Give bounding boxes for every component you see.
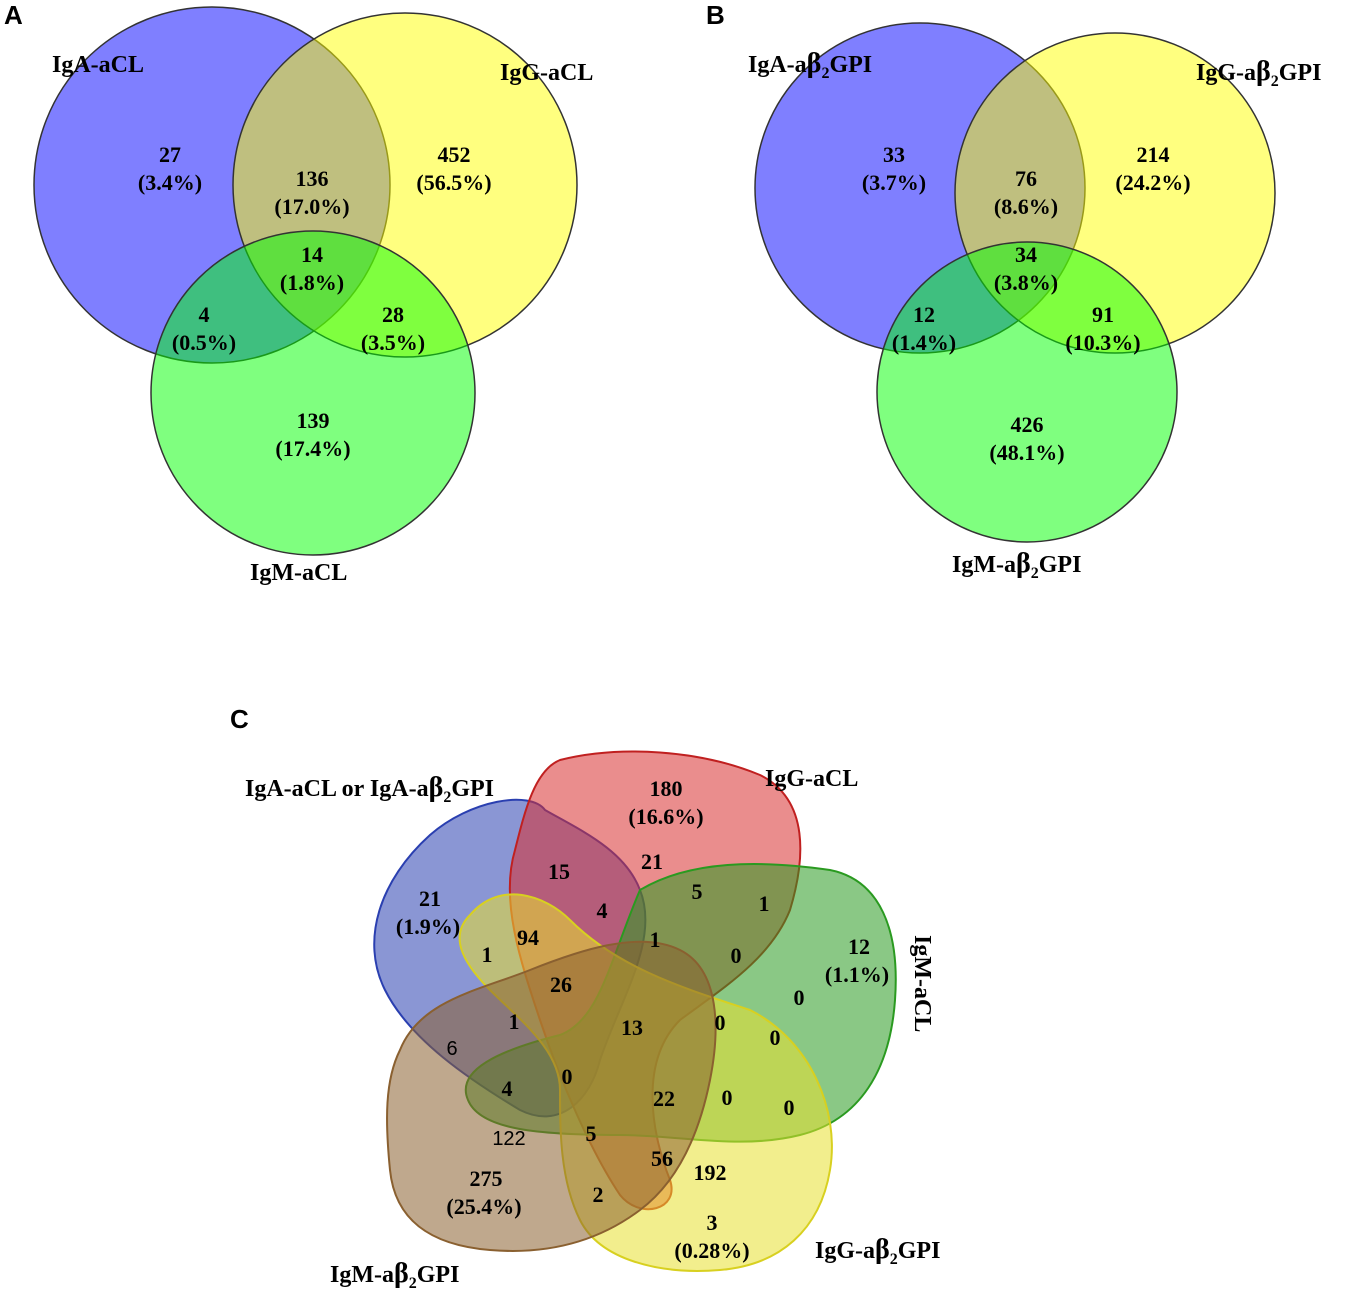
region-count: 275 (470, 1166, 503, 1191)
region-percent: (0.28%) (674, 1238, 749, 1263)
igm-acl-label: IgM-aCL (250, 560, 347, 586)
region-count: 1 (509, 1009, 520, 1034)
region-count: 14 (301, 242, 323, 267)
iga-ab2gpi-label: IgA-aβ2GPI (748, 48, 872, 82)
region-count: 214 (1137, 142, 1170, 167)
region-count: 56 (651, 1146, 673, 1171)
igm-ab2gpi-circle (876, 241, 1178, 543)
region-count: 33 (883, 142, 905, 167)
region-count: 136 (296, 166, 329, 191)
region-count: 13 (621, 1015, 643, 1040)
region-count: 0 (722, 1085, 733, 1110)
region-percent: (48.1%) (989, 440, 1064, 465)
igg-acl-label-c: IgG-aCL (765, 766, 858, 792)
region-percent: (3.8%) (994, 270, 1058, 295)
region-count: 3 (707, 1210, 718, 1235)
region-count: 6 (446, 1038, 457, 1060)
region-percent: (3.5%) (361, 330, 425, 355)
region-count: 12 (913, 302, 935, 327)
region-count: 21 (641, 849, 663, 874)
region-count: 1 (650, 927, 661, 952)
region-count: 0 (562, 1064, 573, 1089)
region-count: 0 (794, 985, 805, 1010)
igm-acl-circle (150, 230, 476, 556)
region-count: 5 (692, 879, 703, 904)
region-percent: (8.6%) (994, 194, 1058, 219)
region-count: 76 (1015, 166, 1037, 191)
panel-a-letter: A (4, 0, 23, 30)
igm-ab2gpi-label: IgM-aβ2GPI (952, 548, 1081, 582)
region-count: 12 (848, 934, 870, 959)
igg-acl-label: IgG-aCL (500, 60, 593, 86)
region-percent: (16.6%) (628, 804, 703, 829)
region-count: 94 (517, 925, 539, 950)
region-count: 0 (784, 1095, 795, 1120)
region-percent: (24.2%) (1115, 170, 1190, 195)
region-count: 15 (548, 859, 570, 884)
region-count: 4 (502, 1076, 513, 1101)
region-count: 4 (199, 302, 210, 327)
region-percent: (1.4%) (892, 330, 956, 355)
region-percent: (25.4%) (446, 1194, 521, 1219)
region-count: 22 (653, 1086, 675, 1111)
region-count: 452 (438, 142, 471, 167)
region-count: 2 (593, 1182, 604, 1207)
region-count: 122 (492, 1128, 525, 1150)
region-count: 5 (586, 1121, 597, 1146)
panel-a: A IgA-aCL IgG-aCL IgM-aCL 27 (3.4%) 452 … (4, 0, 593, 586)
region-percent: (56.5%) (416, 170, 491, 195)
region-percent: (1.1%) (825, 962, 889, 987)
panel-b-letter: B (706, 0, 725, 30)
region-count: 1 (759, 891, 770, 916)
region-percent: (0.5%) (172, 330, 236, 355)
region-count: 27 (159, 142, 181, 167)
region-count: 26 (550, 972, 572, 997)
region-count: 0 (731, 943, 742, 968)
iga-acl-label: IgA-aCL (52, 52, 144, 78)
region-percent: (3.4%) (138, 170, 202, 195)
region-percent: (1.8%) (280, 270, 344, 295)
region-count: 28 (382, 302, 404, 327)
region-percent: (17.4%) (275, 436, 350, 461)
region-percent: (1.9%) (396, 914, 460, 939)
panel-c: C IgA-aCL or IgA-aβ2GPI IgG-aCL IgM-aCL … (230, 704, 940, 1292)
region-count: 426 (1011, 412, 1044, 437)
region-count: 1 (482, 942, 493, 967)
region-count: 21 (419, 886, 441, 911)
region-percent: (3.7%) (862, 170, 926, 195)
region-count: 34 (1015, 242, 1037, 267)
region-percent: (17.0%) (274, 194, 349, 219)
igm-ab2gpi-label-c: IgM-aβ2GPI (330, 1258, 459, 1292)
region-count: 180 (650, 776, 683, 801)
igm-ab2gpi-blob (386, 940, 717, 1252)
igm-acl-label-c: IgM-aCL (909, 935, 935, 1032)
igg-ab2gpi-label: IgG-aβ2GPI (1196, 56, 1321, 90)
panel-c-letter: C (230, 704, 249, 734)
region-count: 4 (597, 898, 608, 923)
region-count: 0 (770, 1025, 781, 1050)
region-percent: (10.3%) (1065, 330, 1140, 355)
region-count: 139 (297, 408, 330, 433)
region-count: 91 (1092, 302, 1114, 327)
region-count: 0 (715, 1010, 726, 1035)
panel-b: B IgA-aβ2GPI IgG-aβ2GPI IgM-aβ2GPI 33 (3… (706, 0, 1321, 582)
iga-combined-label: IgA-aCL or IgA-aβ2GPI (245, 772, 494, 806)
igg-ab2gpi-label-c: IgG-aβ2GPI (815, 1234, 940, 1268)
region-count: 192 (694, 1160, 727, 1185)
